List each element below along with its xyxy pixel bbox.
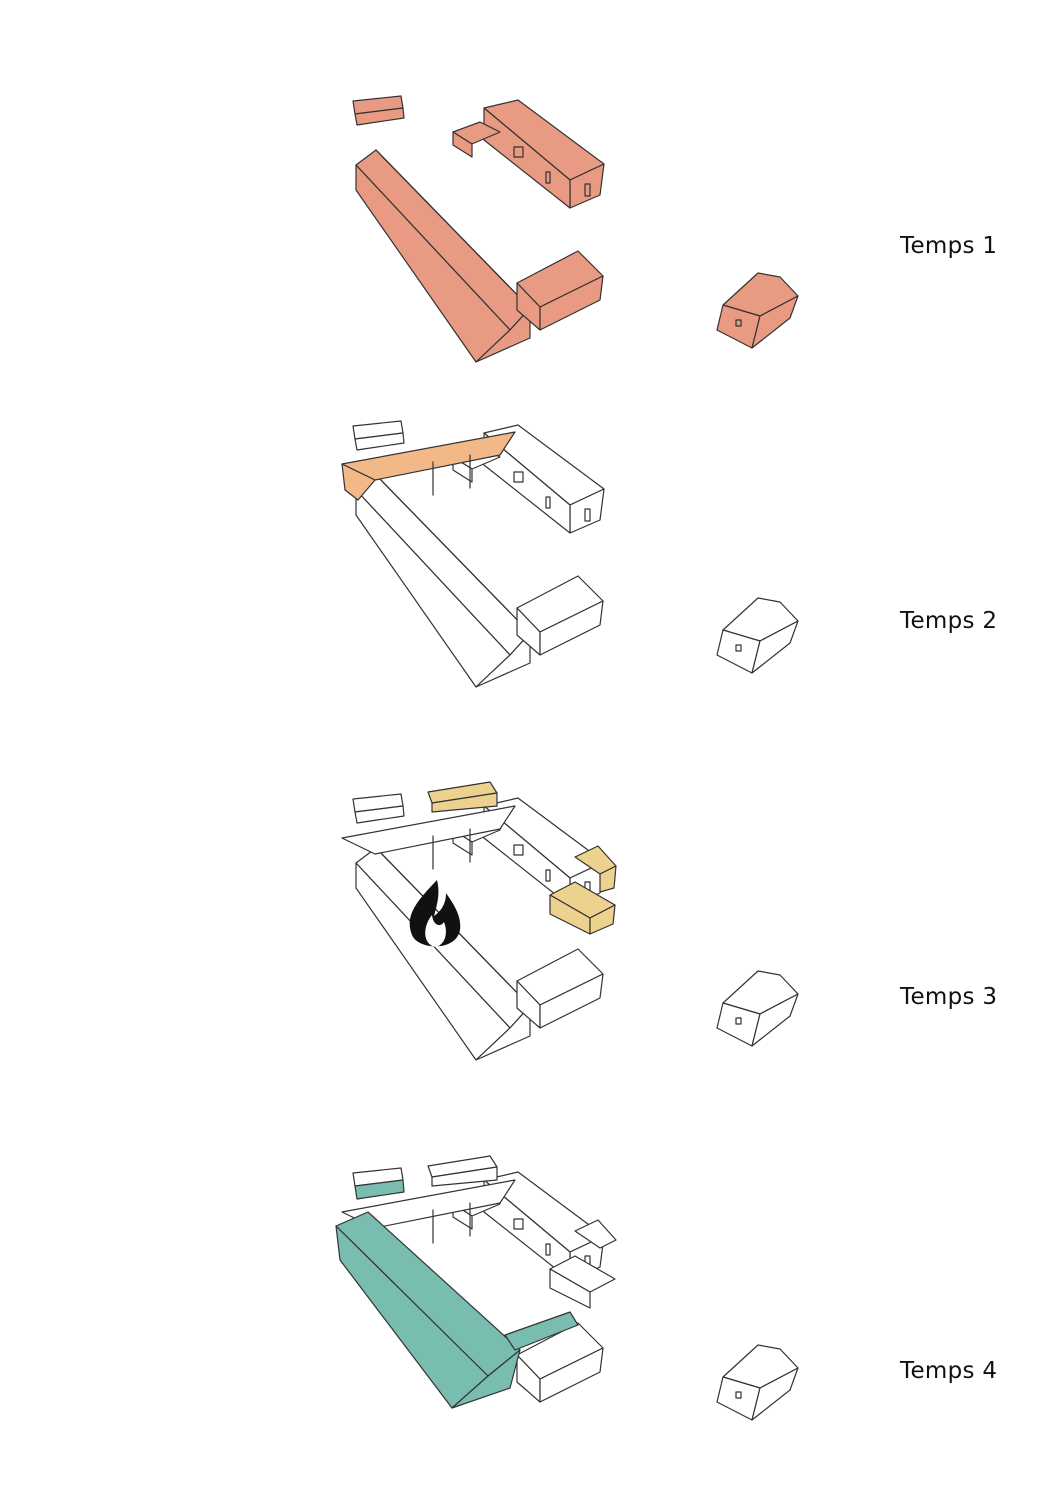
stage-2-new-shed [341,431,516,501]
stage-label-4: Temps 4 [900,1358,998,1384]
stage-3-connector [341,805,516,870]
stage-1-buildings [352,95,799,363]
stage-4-new-buildings [335,1179,579,1409]
stage-label-3: Temps 3 [900,984,998,1010]
stage-4-old-elements [341,1155,617,1309]
flame-icon [409,880,461,947]
stage-3-new-buildings [427,781,617,935]
stage-label-1: Temps 1 [900,233,998,259]
stage-label-2: Temps 2 [900,608,998,634]
